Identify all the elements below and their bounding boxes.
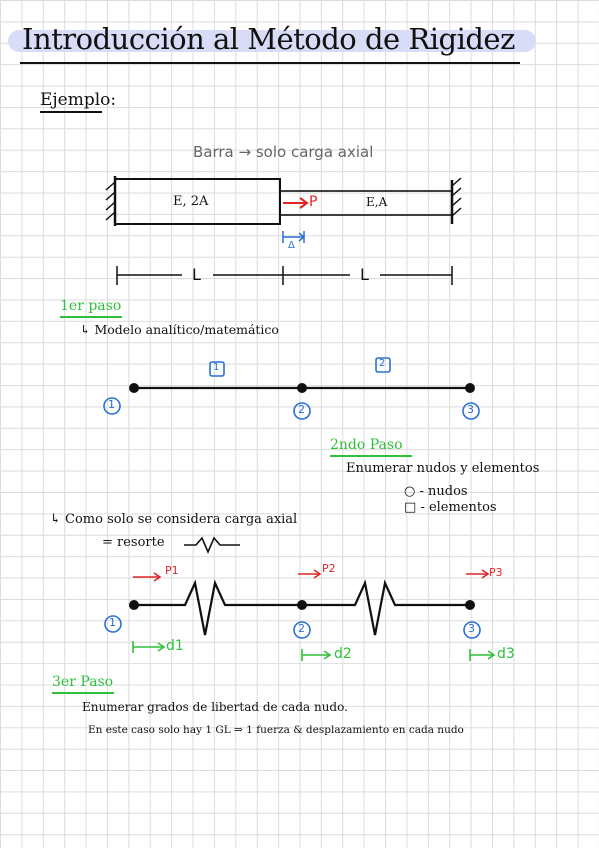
title-highlight [8,30,536,52]
example-underline [40,111,102,113]
disp-label-2: d2 [334,646,352,662]
legend-elements: □ - elementos [404,500,497,515]
step1-underline [60,316,122,318]
step2-desc: Enumerar nudos y elementos [346,461,540,476]
left-wall-support [105,176,117,226]
node-label-2: 2 [298,403,305,416]
delta-indicator [282,231,306,243]
spring-node-label-1: 1 [109,616,116,629]
page-title: Introducción al Método de Rigidez [22,22,515,56]
node-label-1: 1 [108,398,115,411]
dim-right-label: L [360,265,369,284]
legend-nodes: ○ - nudos [404,484,468,499]
step3-title: 3er Paso [52,674,114,690]
spring-node-label-3: 3 [468,622,475,635]
step1-title: 1er paso [60,298,122,314]
step3-line1: Enumerar grados de libertad de cada nudo… [82,700,348,714]
step1-desc: ↳ Modelo analítico/matemático [80,322,279,337]
disp-label-3: d3 [497,646,515,662]
load-label: P [309,194,318,210]
title-underline [20,62,520,64]
spring-note-line2: = resorte [102,535,165,550]
right-wall-support [450,177,462,224]
node-label-3: 3 [467,403,474,416]
step3-line2: En este caso solo hay 1 GL ⇒ 1 fuerza & … [88,724,464,736]
force-label-1: P1 [165,564,179,577]
element-label-2: 2 [379,358,386,369]
bar-right-label: E,A [366,195,388,209]
element-label-1: 1 [213,362,220,373]
spring-note-line1: ↳ Como solo se considera carga axial [50,512,298,527]
example-label: Ejemplo: [40,90,117,110]
spring-symbol [184,536,240,555]
disp-label-1: d1 [166,638,184,654]
step2-title: 2ndo Paso [330,437,403,453]
step2-underline [330,455,412,457]
delta-label: Δ [288,240,295,251]
dim-left-label: L [192,265,201,284]
bar-segment-narrow [279,190,453,216]
dimension-line [116,266,453,285]
analytic-model [103,357,480,420]
bar-caption: Barra → solo carga axial [193,143,374,161]
spring-model [104,569,496,661]
spring-node-label-2: 2 [298,622,305,635]
force-label-3: P3 [489,566,503,579]
bar-left-label: E, 2A [173,194,209,209]
force-label-2: P2 [322,562,336,575]
load-arrow [283,197,309,209]
step3-underline [52,692,114,694]
